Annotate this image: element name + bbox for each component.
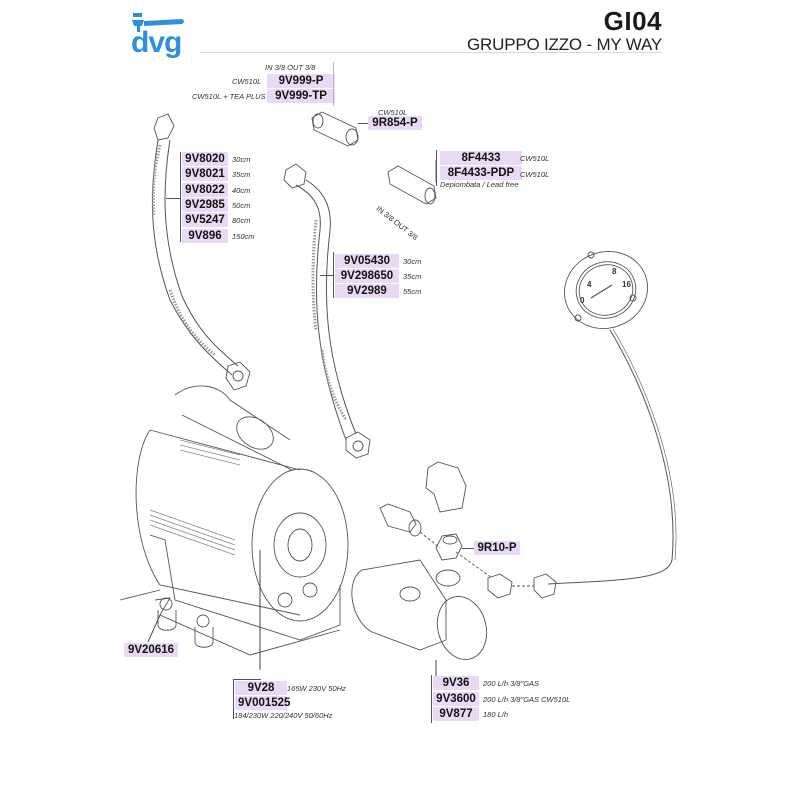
fitting-top-note: IN 3/8 OUT 3/8 [265, 63, 316, 72]
pump-drawing [351, 461, 557, 680]
gauge-scale-0: 0 [580, 296, 585, 305]
fitting-top-prefix-2: CW510L + TEA PLUS [192, 92, 266, 101]
part-label-9V8020[interactable]: 9V8020 [182, 152, 228, 166]
hose-mid-bracket [333, 252, 334, 298]
part-note: 200 L/h 3/8"GAS [483, 679, 540, 688]
dvg-logo: dvg [128, 8, 188, 60]
page-code: GI04 [603, 6, 662, 36]
logo-text: dvg [131, 26, 182, 59]
part-label-9V36[interactable]: 9V36 [433, 676, 479, 690]
part-label-9V2989[interactable]: 9V2989 [335, 284, 399, 298]
part-note: 80cm [232, 216, 251, 226]
logo-icon [132, 13, 184, 32]
filter-drawing [387, 160, 437, 205]
motor-leader [233, 679, 261, 680]
part-note: 50cm [232, 200, 251, 210]
motor-bracket [233, 679, 234, 719]
hose-left-leader [166, 198, 180, 199]
fitting-top-bracket [333, 62, 334, 106]
adapter-note: CW510L [378, 108, 408, 117]
gauge-scale-16: 16 [622, 280, 631, 289]
part-label-9R854-P[interactable]: 9R854-P [368, 116, 422, 130]
part-label-9V001525[interactable]: 9V001525 [235, 696, 290, 710]
part-label-9V5247[interactable]: 9V5247 [182, 213, 228, 228]
part-note: 200 L/h 3/8"GAS CW510L [483, 694, 571, 704]
part-label-9V8021[interactable]: 9V8021 [182, 167, 228, 182]
part-note: 30cm [232, 155, 251, 164]
part-label-9V2985[interactable]: 9V2985 [182, 197, 228, 212]
part-note: 150cm [232, 231, 255, 241]
part-label-9V999-P[interactable]: 9V999-P [267, 74, 335, 88]
motor-note-below: 184/230W 220/240V 50/60Hz [234, 711, 333, 720]
gauge-scale-4: 4 [587, 280, 592, 289]
header-divider [200, 52, 662, 53]
motor-drawing [119, 385, 349, 670]
part-label-9V3600[interactable]: 9V3600 [433, 691, 479, 706]
part-label-9V298650[interactable]: 9V298650 [335, 269, 399, 283]
filter-note-2: CW510L [520, 170, 550, 179]
part-note: 55cm [403, 287, 422, 296]
part-label-9V20616[interactable]: 9V20616 [124, 643, 178, 657]
gauge-scale-8: 8 [612, 267, 617, 276]
hose-left-drawing [151, 113, 251, 391]
part-note: 180 L/h [483, 710, 509, 719]
motor-note-1: 165W 230V 50Hz [287, 684, 346, 693]
pump-bracket [431, 675, 432, 723]
part-note: 40cm [232, 185, 251, 195]
part-note: 30cm [403, 257, 422, 266]
nipple-leader [462, 548, 476, 549]
hose-mid-leader [320, 275, 333, 276]
filter-note-1: CW510L [520, 154, 550, 163]
pressure-gauge-drawing [547, 251, 677, 585]
hose-left-bracket [180, 152, 181, 242]
part-note: 35cm [403, 272, 422, 281]
part-label-9R10-P[interactable]: 9R10-P [474, 541, 520, 555]
part-label-9V896[interactable]: 9V896 [182, 228, 228, 243]
part-label-9V05430[interactable]: 9V05430 [335, 254, 399, 268]
page-title: GRUPPO IZZO - MY WAY [467, 35, 662, 54]
adapter-drawing [311, 111, 359, 147]
part-label-9V8022[interactable]: 9V8022 [182, 182, 228, 197]
fitting-top-prefix-1: CW510L [232, 77, 262, 86]
part-label-8F4433-PDP[interactable]: 8F4433-PDP [440, 166, 522, 180]
filter-bracket [436, 150, 437, 186]
part-note: 35cm [232, 170, 251, 180]
hose-mid-drawing [283, 163, 371, 459]
part-label-9V28[interactable]: 9V28 [235, 681, 287, 695]
adapter-leader [358, 123, 368, 124]
part-label-9V877[interactable]: 9V877 [433, 707, 479, 721]
part-label-9V999-TP[interactable]: 9V999-TP [267, 89, 335, 103]
filter-lead-free-note: Depiombata / Lead free [440, 180, 519, 189]
part-label-8F4433[interactable]: 8F4433 [440, 151, 522, 165]
